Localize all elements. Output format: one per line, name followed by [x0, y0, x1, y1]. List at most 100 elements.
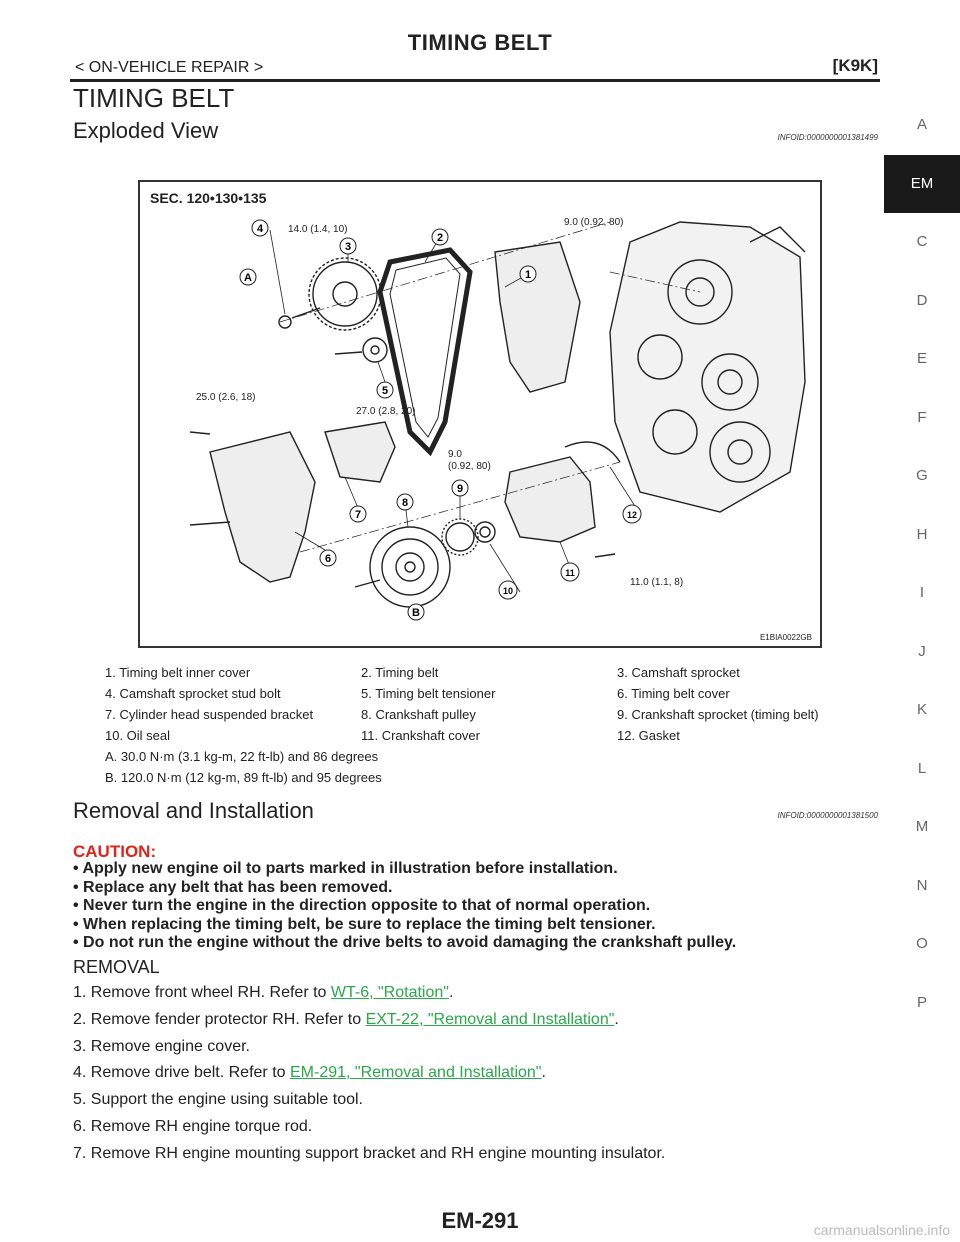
caution-item: Never turn the engine in the direction o…: [73, 897, 736, 916]
callout-4: 4: [251, 219, 269, 237]
side-tab-d[interactable]: D: [916, 291, 928, 309]
svg-text:11: 11: [565, 568, 575, 578]
exploded-view-heading: Exploded View: [73, 118, 219, 143]
callout-11: 11: [560, 562, 580, 582]
legend-row: 4. Camshaft sprocket stud bolt 5. Timing…: [105, 683, 875, 704]
parts-legend: 1. Timing belt inner cover 2. Timing bel…: [105, 662, 875, 788]
section-index-tabs: A EM C D E F G H I J K L M N O P: [884, 96, 960, 1032]
legend-item: 4. Camshaft sprocket stud bolt: [105, 686, 281, 701]
side-tab-k[interactable]: K: [916, 701, 927, 718]
removal-installation-heading: Removal and Installation: [73, 798, 314, 823]
side-tab-i[interactable]: I: [919, 584, 925, 601]
side-tab-a[interactable]: A: [916, 116, 927, 133]
running-header-title: TIMING BELT: [407, 30, 553, 55]
legend-item: 11. Crankshaft cover: [361, 728, 480, 743]
page-number: EM-291: [441, 1208, 519, 1233]
callout-2: 2: [431, 228, 449, 246]
side-tab-j[interactable]: J: [918, 642, 926, 660]
removal-installation-infoid: INFOID:0000000001381500: [777, 811, 878, 820]
torque-spec-1: 14.0 (1.4, 10): [288, 224, 347, 235]
side-tab-p[interactable]: P: [916, 993, 927, 1011]
torque-spec-2: 9.0 (0.92, 80): [564, 217, 623, 228]
side-tab-e[interactable]: E: [916, 350, 927, 367]
callout-5: 5: [376, 381, 394, 399]
step-2: 2. Remove fender protector RH. Refer to …: [73, 1010, 619, 1028]
callout-9: 9: [451, 479, 469, 497]
svg-text:6: 6: [325, 553, 331, 565]
legend-row: A. 30.0 N·m (3.1 kg-m, 22 ft-lb) and 86 …: [105, 746, 875, 767]
torque-spec-3: 25.0 (2.6, 18): [196, 392, 255, 403]
side-tab-n[interactable]: N: [916, 876, 928, 894]
figure-image-code: E1BIA0022GB: [759, 633, 812, 642]
svg-text:8: 8: [402, 497, 408, 509]
header-rule: [70, 79, 880, 82]
exploded-view-infoid: INFOID:0000000001381499: [777, 133, 878, 142]
legend-item: 5. Timing belt tensioner: [361, 686, 496, 701]
svg-text:2: 2: [437, 232, 443, 244]
side-tab-em[interactable]: EM: [884, 154, 960, 213]
svg-text:1: 1: [525, 269, 531, 281]
legend-row: 7. Cylinder head suspended bracket 8. Cr…: [105, 704, 875, 725]
removal-steps: 1. Remove front wheel RH. Refer to WT-6,…: [73, 983, 665, 1171]
link-ext-22[interactable]: EXT-22, "Removal and Installation": [365, 1010, 615, 1028]
svg-text:9: 9: [457, 483, 463, 495]
legend-item: 7. Cylinder head suspended bracket: [105, 707, 314, 722]
legend-row: 1. Timing belt inner cover 2. Timing bel…: [105, 662, 875, 683]
page-title: TIMING BELT: [73, 83, 235, 113]
legend-item: 1. Timing belt inner cover: [105, 665, 251, 680]
torque-letter-b: B: [407, 603, 425, 621]
torque-spec-6: 11.0 (1.1, 8): [630, 577, 683, 588]
side-tab-f[interactable]: F: [917, 408, 927, 426]
caution-item: Apply new engine oil to parts marked in …: [73, 860, 736, 879]
svg-text:4: 4: [257, 223, 264, 235]
caution-item: Do not run the engine without the drive …: [73, 934, 736, 953]
step-3: 3. Remove engine cover.: [73, 1037, 250, 1055]
legend-item: 12. Gasket: [617, 728, 680, 743]
legend-item: 10. Oil seal: [105, 728, 171, 743]
exploded-view-figure: 1 2 3 4 5 6 7 8 9 10 11 12 A B 14.0 (1.4…: [138, 180, 822, 648]
caution-title: CAUTION:: [73, 842, 157, 861]
callout-7: 7: [349, 505, 367, 523]
caution-item: Replace any belt that has been removed.: [73, 879, 736, 898]
side-tab-h[interactable]: H: [916, 525, 928, 543]
link-wt-6[interactable]: WT-6, "Rotation": [330, 984, 449, 1001]
legend-item: 3. Camshaft sprocket: [617, 665, 740, 680]
svg-text:B: B: [412, 607, 420, 619]
callout-10: 10: [498, 580, 518, 600]
torque-spec-5a: 9.0: [448, 449, 462, 460]
side-tab-o[interactable]: O: [916, 935, 928, 952]
svg-text:7: 7: [355, 509, 361, 521]
breadcrumb: < ON-VEHICLE REPAIR >: [75, 59, 264, 76]
legend-row: B. 120.0 N·m (12 kg-m, 89 ft-lb) and 95 …: [105, 767, 875, 788]
caution-list: Apply new engine oil to parts marked in …: [73, 860, 736, 953]
legend-item-torque-b: B. 120.0 N·m (12 kg-m, 89 ft-lb) and 95 …: [105, 770, 382, 785]
callout-1: 1: [519, 265, 537, 283]
figure-section-label: SEC. 120•130•135: [150, 190, 267, 206]
step-6: 6. Remove RH engine torque rod.: [73, 1117, 313, 1135]
removal-subheading: REMOVAL: [73, 957, 160, 977]
svg-text:10: 10: [503, 586, 513, 596]
svg-text:A: A: [244, 272, 252, 284]
legend-item-torque-a: A. 30.0 N·m (3.1 kg-m, 22 ft-lb) and 86 …: [105, 749, 379, 764]
torque-spec-5b: (0.92, 80): [448, 461, 491, 472]
caution-item: When replacing the timing belt, be sure …: [73, 916, 736, 935]
side-tab-g[interactable]: G: [916, 467, 928, 484]
svg-text:5: 5: [382, 385, 388, 397]
legend-row: 10. Oil seal 11. Crankshaft cover 12. Ga…: [105, 725, 875, 746]
side-tab-c[interactable]: C: [916, 233, 928, 250]
callout-6: 6: [319, 549, 337, 567]
step-7: 7. Remove RH engine mounting support bra…: [73, 1144, 666, 1162]
side-tab-m[interactable]: M: [915, 818, 929, 835]
step-1: 1. Remove front wheel RH. Refer to WT-6,…: [73, 984, 454, 1001]
step-4: 4. Remove drive belt. Refer to EM-291, "…: [73, 1064, 546, 1082]
torque-spec-4: 27.0 (2.8, 20): [356, 406, 415, 417]
callout-8: 8: [396, 493, 414, 511]
engine-code: [K9K]: [832, 56, 878, 75]
step-5: 5. Support the engine using suitable too…: [73, 1091, 363, 1109]
callout-3: 3: [339, 237, 357, 255]
link-em-291[interactable]: EM-291, "Removal and Installation": [289, 1064, 542, 1082]
exploded-view-illustration: 1 2 3 4 5 6 7 8 9 10 11 12 A B 14.0 (1.4…: [189, 217, 806, 621]
legend-item: 9. Crankshaft sprocket (timing belt): [617, 707, 819, 722]
side-tab-l[interactable]: L: [917, 759, 927, 777]
svg-text:12: 12: [627, 510, 637, 520]
